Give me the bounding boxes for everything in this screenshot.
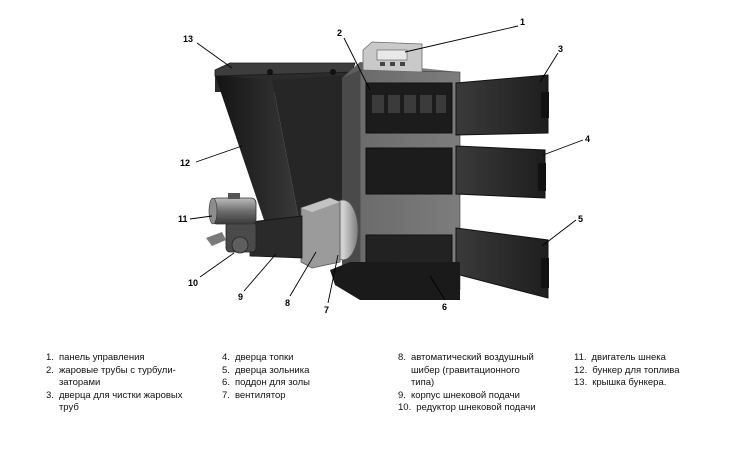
legend-item-number: 11. [574,352,587,363]
callout-13: 13 [183,34,193,44]
legend-item-line: дверца зольника [234,364,310,376]
legend-item-line: заторами [58,377,101,388]
legend-item-number: 3. [46,389,54,401]
legend-item: 13. крышка бункера. [574,377,724,390]
hopper-lid [214,62,356,77]
callout-2: 2 [337,28,342,38]
callout-8: 8 [285,298,290,308]
legend-column-2: 4. дверца топки 5. дверца зольника 6. поддон … [222,352,392,402]
legend-item-text: поддон для золы [235,377,392,390]
legend-item-text: жаровые трубы с турбули-заторами [59,365,214,390]
legend-item-line: панель управления [58,352,145,363]
legend-item-line: дверца топки [234,352,294,363]
legend-item: 7. вентилятор [222,390,392,403]
legend-item-line: дверца для чистки жаровых [58,389,183,401]
auger-gearbox [206,221,257,254]
legend-item: 5. дверца зольника [222,365,392,378]
legend-item-text: корпус шнековой подачи [411,390,558,403]
legend-item-text: двигатель шнека [592,352,724,365]
legend-item-line: жаровые трубы с турбули- [58,364,176,376]
callout-labels: 1 2 3 4 5 6 7 8 9 10 11 12 13 [178,17,590,315]
firebox [365,147,453,195]
legend-item: 12. бункер для топлива [574,365,724,378]
callout-5: 5 [578,214,583,224]
legend-item-text: панель управления [59,352,214,365]
legend-item-text: бункер для топлива [592,365,724,378]
callout-1: 1 [520,17,525,27]
legend-item-line: корпус шнековой подачи [410,389,520,401]
callout-10: 10 [188,278,198,288]
ash-door [455,227,549,299]
legend-item-number: 5. [222,364,230,376]
callout-3: 3 [558,44,563,54]
legend-item-text: дверца зольника [235,365,392,378]
legend-item: 11. двигатель шнека [574,352,724,365]
legend-item-line: двигатель шнека [591,352,666,363]
legend-item-number: 12. [574,364,588,376]
leader-lines [189,25,584,304]
legend-item: 4. дверца топки [222,352,392,365]
legend-item-number: 8. [398,352,406,363]
legend-item-line: редуктор шнековой подачи [416,402,536,413]
legend-column-1: 1. панель управления 2. жаровые трубы с тур… [46,352,214,415]
legend-item-number: 4. [222,352,230,363]
legend-item-line: труб [58,402,79,413]
legend-item-line: крышка бункера. [592,377,667,388]
legend-item-text: вентилятор [235,390,392,403]
legend-item: 1. панель управления [46,352,214,365]
legend-item: 2. жаровые трубы с турбули-заторами [46,365,214,390]
legend-item-number: 6. [222,377,230,388]
callout-7: 7 [324,305,329,315]
boiler-base [330,262,460,300]
legend-item: 10. редуктор шнековой подачи [398,402,558,415]
legend-item: 9. корпус шнековой подачи [398,390,558,403]
legend-item-line: поддон для золы [234,377,310,388]
control-panel [362,41,423,73]
legend-item-number: 2. [46,364,54,376]
legend-item-number: 10. [398,402,412,413]
legend-item-number: 13. [574,377,588,388]
legend-item: 6. поддон для золы [222,377,392,390]
tube-cleaning-door [455,74,549,136]
legend-item-line: бункер для топлива [592,364,680,376]
legend-item-line: автоматический воздушный [410,352,534,363]
legend-item-text: крышка бункера. [592,377,724,390]
legend-item-text: редуктор шнековой подачи [416,402,558,415]
legend-item-number: 7. [222,389,230,401]
fire-tubes [365,82,453,134]
firebox-door [455,145,546,199]
callout-4: 4 [585,134,590,144]
callout-11: 11 [178,214,188,224]
legend-item-line: типа) [410,377,435,388]
parts-legend: 1. панель управления 2. жаровые трубы с тур… [0,352,745,462]
legend-item-text: дверца топки [235,352,392,365]
callout-6: 6 [442,302,447,312]
legend-item-number: 9. [398,389,406,401]
boiler-diagram: 1 2 3 4 5 6 7 8 9 10 11 12 13 [178,17,590,315]
air-damper [300,197,341,269]
callout-9: 9 [238,292,243,302]
auger-housing [249,215,303,259]
legend-item-line: шибер (гравитационного [410,364,520,376]
callout-12: 12 [180,158,190,168]
legend-item-number: 1. [46,352,54,363]
legend-item-line: вентилятор [234,389,286,401]
auger-motor [208,193,257,225]
